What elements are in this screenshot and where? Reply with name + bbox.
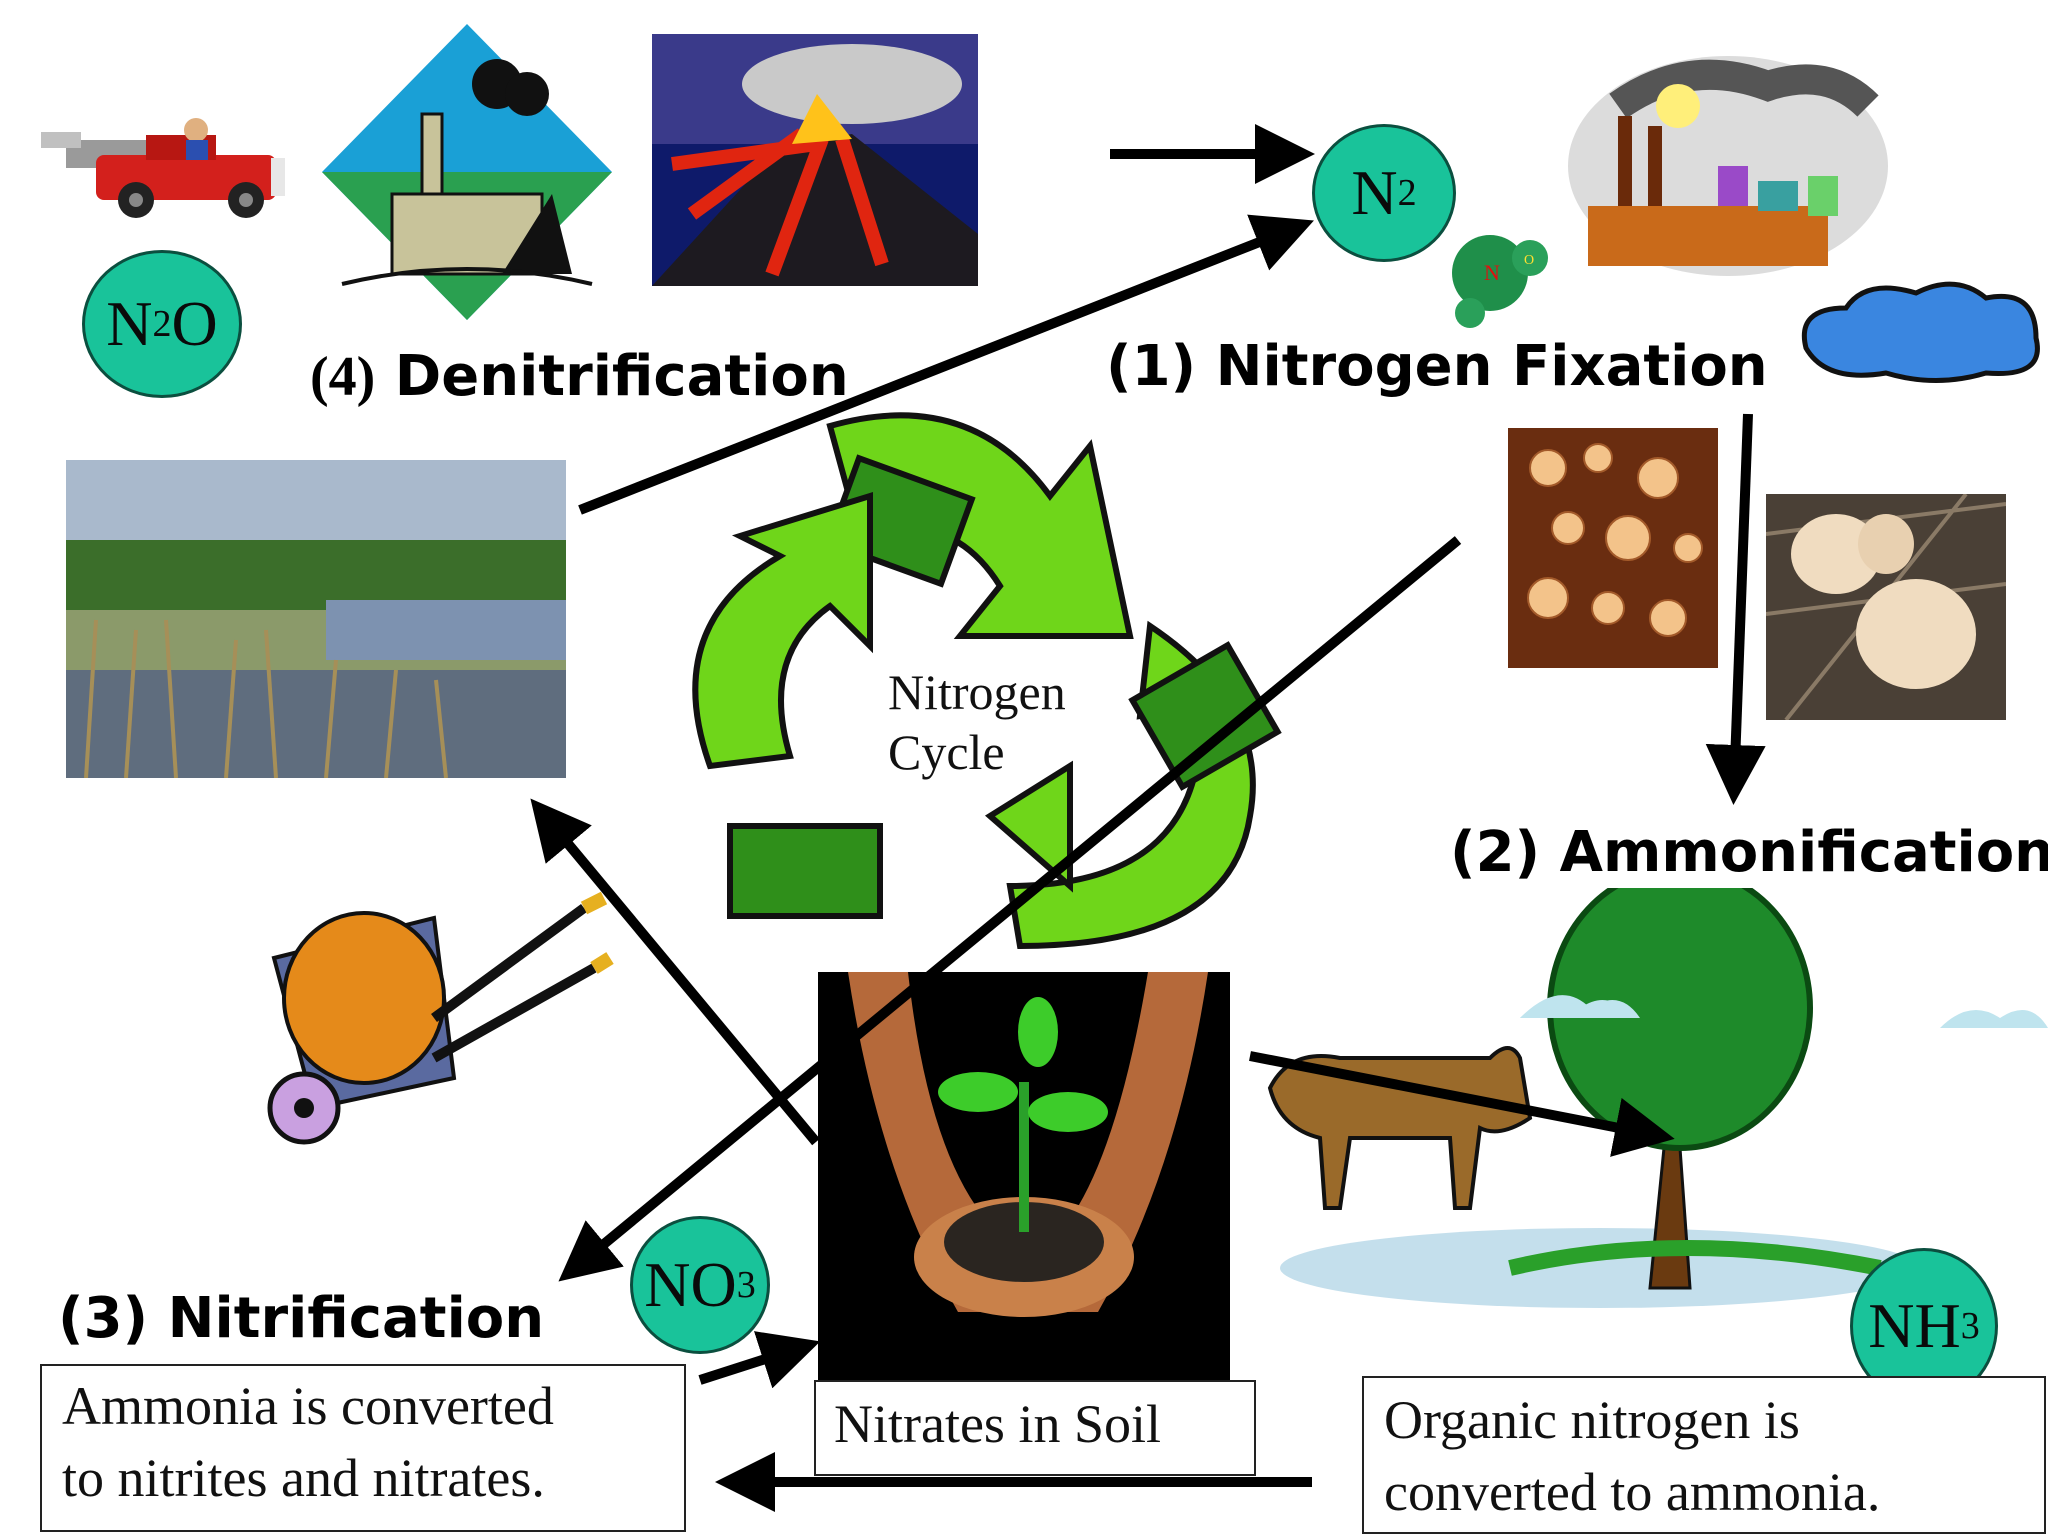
- cloud-image: [1802, 281, 2040, 383]
- chem-nh3-sub: 3: [1960, 1305, 1980, 1347]
- arrow-fixation-to-ammonification: [1705, 413, 1766, 805]
- factory-smoke-image: [1568, 56, 1888, 276]
- chem-no3-sub: 3: [736, 1264, 756, 1306]
- fungus-image: [1766, 494, 2006, 720]
- marsh-image: [66, 460, 566, 778]
- arrow-marsh-to-n2: [578, 214, 1314, 515]
- stage-text: Nitrification: [167, 1286, 545, 1351]
- arrow-soil-to-tree: [1249, 1051, 1675, 1157]
- chem-n2-base: N: [1351, 157, 1398, 228]
- stage-text: Denitrification: [394, 344, 849, 409]
- factory-diamond-image: [322, 24, 612, 320]
- chem-n2o-sub: 2: [152, 303, 172, 345]
- tree-cow-image: [1267, 888, 2048, 1308]
- arrow-soil-to-marsh: [530, 798, 820, 1146]
- nitrates-in-soil-box: Nitrates in Soil: [814, 1380, 1256, 1476]
- chem-no3-base: NO: [644, 1249, 737, 1320]
- molecule-o-label: O: [1524, 253, 1534, 268]
- molecule-n-label: N: [1484, 260, 1500, 285]
- arrow-nitrification-to-soil: [698, 1331, 821, 1389]
- wheelbarrow-image: [267, 891, 614, 1145]
- chem-n2o-tail: O: [171, 288, 218, 359]
- ammonification-description-line2: converted to ammonia.: [1384, 1462, 1881, 1522]
- stage-label-ammonification: (2) Ammonification: [1450, 820, 2048, 885]
- stage-text: Nitrogen Fixation: [1215, 334, 1768, 399]
- cycle-center-line1: Nitrogen: [888, 664, 1066, 720]
- cycle-center-label: Nitrogen Cycle: [888, 662, 1066, 782]
- stage-text: Ammonification: [1559, 820, 2048, 885]
- stage-number: (1): [1106, 334, 1197, 399]
- car-image: [41, 118, 285, 218]
- nitrification-description-box: Ammonia is converted to nitrites and nit…: [40, 1364, 686, 1532]
- stage-number: (4): [310, 346, 376, 408]
- volcano-image: [652, 34, 978, 286]
- cycle-center-line2: Cycle: [888, 724, 1005, 780]
- nitrates-in-soil-label: Nitrates in Soil: [834, 1394, 1161, 1454]
- chem-n2o-base: N: [106, 288, 153, 359]
- chem-n2-sub: 2: [1397, 172, 1417, 214]
- ammonification-description-box: Organic nitrogen is converted to ammonia…: [1362, 1376, 2046, 1534]
- ammonification-description-line1: Organic nitrogen is: [1384, 1390, 1800, 1450]
- hands-plant-image: [818, 972, 1230, 1380]
- nitrogen-molecule-image: N O: [1452, 235, 1548, 328]
- arrow-nodules-to-nitrification: [558, 536, 1462, 1282]
- chem-nh3-base: NH: [1868, 1290, 1961, 1361]
- stage-number: (2): [1450, 820, 1541, 885]
- stage-label-nitrogen-fixation: (1) Nitrogen Fixation: [1106, 334, 1768, 399]
- root-nodules-image: [1508, 428, 1718, 668]
- stage-label-nitrification: (3) Nitrification: [58, 1286, 544, 1351]
- nitrification-description-line2: to nitrites and nitrates.: [62, 1448, 545, 1508]
- stage-label-denitrification: (4) Denitrification: [310, 344, 849, 409]
- stage-number: (3): [58, 1286, 149, 1351]
- nitrification-description-line1: Ammonia is converted: [62, 1376, 554, 1436]
- recycle-arrows-icon: [692, 412, 1282, 950]
